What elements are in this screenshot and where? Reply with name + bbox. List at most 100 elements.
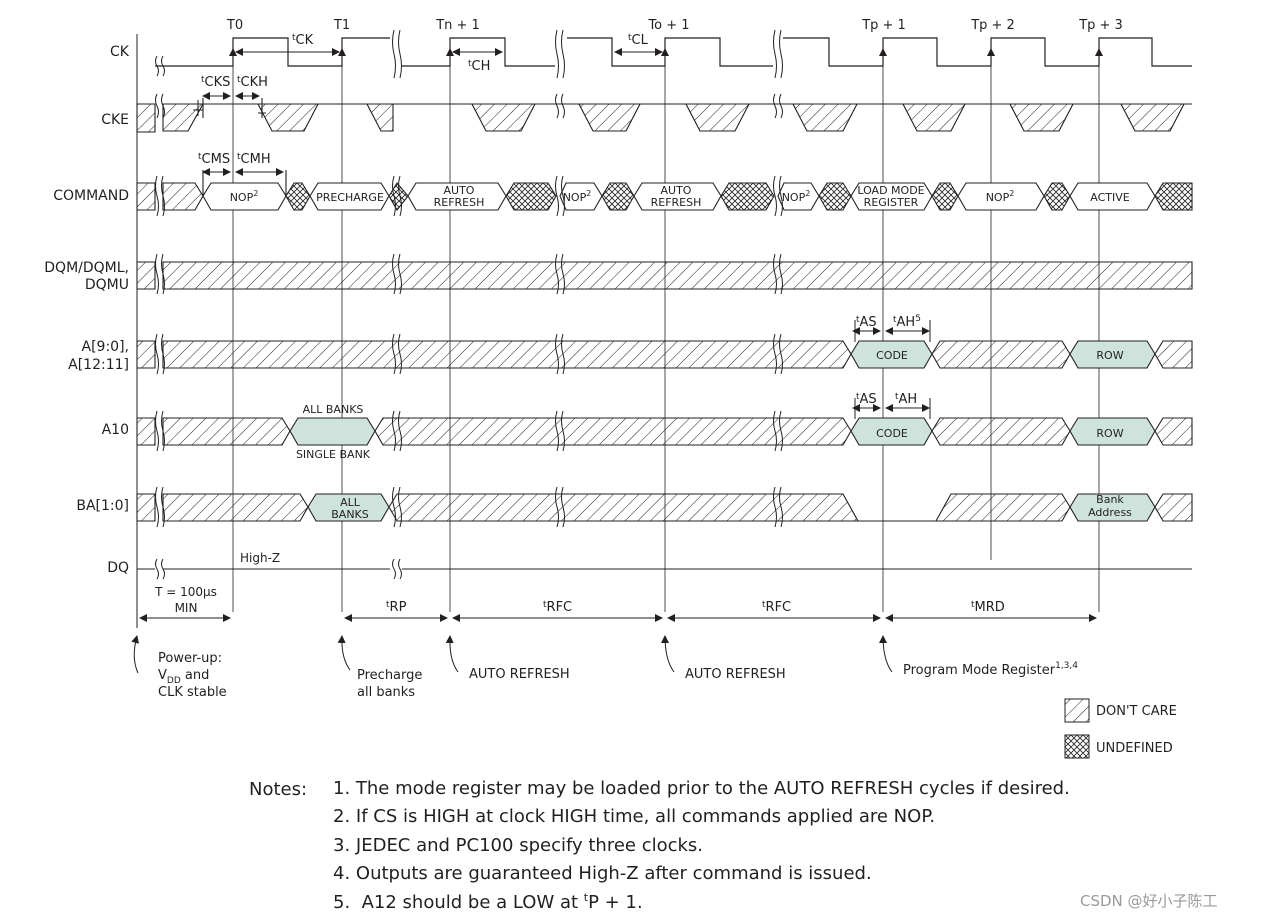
ba-waveform — [136, 493, 1193, 522]
cmd-load-mode-b: REGISTER — [864, 196, 919, 209]
a10-all-banks: ALL BANKS — [303, 403, 364, 416]
note-4: 4. Outputs are guaranteed High-Z after c… — [333, 863, 872, 884]
note-5-text: 5. A12 should be a LOW at — [333, 892, 584, 913]
event-labels: Power-up: VDD and CLK stable Precharge a… — [158, 651, 1078, 700]
ba-all-1: ALL — [340, 496, 361, 509]
legend-undefined: UNDEFINED — [1096, 741, 1173, 756]
event-auto-refresh-2: AUTO REFRESH — [685, 667, 786, 682]
power-up-interval: T = 100µs MIN — [154, 585, 217, 615]
ba-bank-1: Bank — [1096, 493, 1124, 506]
t-rfc-1: tRFC — [543, 600, 572, 615]
ck-edge-arrows — [229, 48, 1103, 56]
watermark: CSDN @好小子陈工 — [1080, 892, 1218, 910]
cmd-nop-2: NOP2 — [563, 189, 592, 204]
note-2: 2. If CS is HIGH at clock HIGH time, all… — [333, 806, 936, 827]
event-program-mode: Program Mode Register1,3,4 — [903, 661, 1078, 678]
command-waveform — [136, 170, 1193, 211]
command-labels: NOP2 PRECHARGE AUTO REFRESH NOP2 AUTO RE… — [230, 184, 1130, 209]
t-ah-1: tAH5 — [893, 314, 921, 330]
cmd-load-mode-a: LOAD MODE — [857, 184, 924, 197]
clock-label-tp1: Tp + 1 — [861, 18, 906, 33]
t-ckh: tCKH — [237, 75, 268, 90]
a10-single-bank: SINGLE BANK — [296, 448, 371, 461]
t-cmh: tCMH — [237, 152, 271, 167]
t-cms: tCMS — [198, 152, 230, 167]
clock-label-t0: T0 — [226, 18, 243, 33]
signal-labels: CK CKE COMMAND DQM/DQML, DQMU A[9:0], A[… — [44, 44, 130, 576]
addr-row: ROW — [1096, 349, 1123, 362]
cmd-nop-1: NOP2 — [230, 189, 259, 204]
t-as-2: tAS — [856, 392, 877, 407]
t-rp: tRP — [386, 600, 407, 615]
cmd-precharge: PRECHARGE — [316, 191, 384, 204]
a10-code: CODE — [876, 427, 908, 440]
cmd-auto-refresh-1a: AUTO — [444, 184, 475, 197]
clock-label-t1: T1 — [333, 18, 350, 33]
t-as-1: tAS — [856, 315, 877, 330]
event-power-up-2: VDD and — [158, 668, 209, 686]
event-auto-refresh-1: AUTO REFRESH — [469, 667, 570, 682]
label-command: COMMAND — [53, 188, 129, 204]
note-5-sup: t — [583, 891, 589, 904]
note-1: 1. The mode register may be loaded prior… — [333, 778, 1070, 799]
timing-labels: tCK tCH tCL tCKS tCKH tCMS tCMH tAS tAH5… — [198, 33, 1005, 615]
cmd-nop-4: NOP2 — [986, 189, 1015, 204]
t-cks: tCKS — [201, 75, 230, 90]
t-ck: tCK — [292, 33, 314, 48]
event-precharge-2: all banks — [357, 685, 415, 700]
t-ah-2: tAH — [895, 392, 917, 407]
ba-bank-2: Address — [1088, 506, 1132, 519]
label-a10: A10 — [102, 422, 129, 438]
a10-row: ROW — [1096, 427, 1123, 440]
a10-waveform — [136, 417, 1193, 446]
cmd-active: ACTIVE — [1090, 191, 1130, 204]
label-dqm-1: DQM/DQML, — [44, 260, 129, 276]
event-precharge-1: Precharge — [357, 668, 422, 683]
event-power-up-1: Power-up: — [158, 651, 222, 666]
cmd-auto-refresh-1b: REFRESH — [434, 196, 485, 209]
cke-waveform — [136, 98, 1192, 133]
addr-code: CODE — [876, 349, 908, 362]
note-5: 5. A12 should be a LOW at tP + 1. — [333, 891, 643, 913]
label-addr-1: A[9:0], — [82, 339, 129, 355]
cmd-auto-refresh-2b: REFRESH — [651, 196, 702, 209]
note-3: 3. JEDEC and PC100 specify three clocks. — [333, 835, 704, 856]
a10-labels: ALL BANKS SINGLE BANK CODE ROW — [296, 403, 1124, 461]
clock-labels: T0 T1 Tn + 1 To + 1 Tp + 1 Tp + 2 Tp + 3 — [226, 18, 1123, 33]
label-ck: CK — [110, 44, 130, 60]
clock-label-tp2: Tp + 2 — [970, 18, 1015, 33]
label-ba: BA[1:0] — [76, 498, 129, 514]
legend-undefined-swatch — [1064, 734, 1090, 759]
break-marks — [155, 29, 783, 580]
label-dq: DQ — [107, 560, 129, 576]
t-cl: tCL — [628, 33, 649, 48]
ba-all-2: BANKS — [331, 508, 369, 521]
t-ch: tCH — [468, 59, 490, 74]
clock-label-tn1: Tn + 1 — [435, 18, 480, 33]
label-dqm-2: DQMU — [85, 277, 129, 293]
event-power-up-3: CLK stable — [158, 685, 227, 700]
t-mrd: tMRD — [971, 600, 1005, 615]
addr-waveform — [136, 340, 1193, 369]
note-5-tail: P + 1. — [588, 892, 643, 913]
label-cke: CKE — [101, 112, 129, 128]
clock-label-tp3: Tp + 3 — [1078, 18, 1123, 33]
dqm-waveform — [136, 261, 1193, 290]
legend-dont-care: DON'T CARE — [1096, 704, 1177, 719]
dq-high-z: High-Z — [240, 551, 280, 565]
t-rfc-2: tRFC — [762, 600, 791, 615]
timing-arrows — [131, 48, 1097, 674]
cmd-nop-3: NOP2 — [782, 189, 811, 204]
notes-title: Notes: — [249, 779, 308, 800]
label-addr-2: A[12:11] — [68, 357, 129, 373]
power-t100: T = 100µs — [154, 585, 217, 599]
ba-labels: ALL BANKS Bank Address — [331, 493, 1132, 521]
legend: DON'T CARE UNDEFINED — [1064, 698, 1177, 759]
addr-labels: CODE ROW — [876, 349, 1124, 362]
legend-dont-care-swatch — [1064, 698, 1090, 723]
clock-label-to1: To + 1 — [647, 18, 689, 33]
clock-edge-lines — [232, 40, 1100, 612]
power-min: MIN — [175, 601, 198, 615]
cmd-auto-refresh-2a: AUTO — [661, 184, 692, 197]
